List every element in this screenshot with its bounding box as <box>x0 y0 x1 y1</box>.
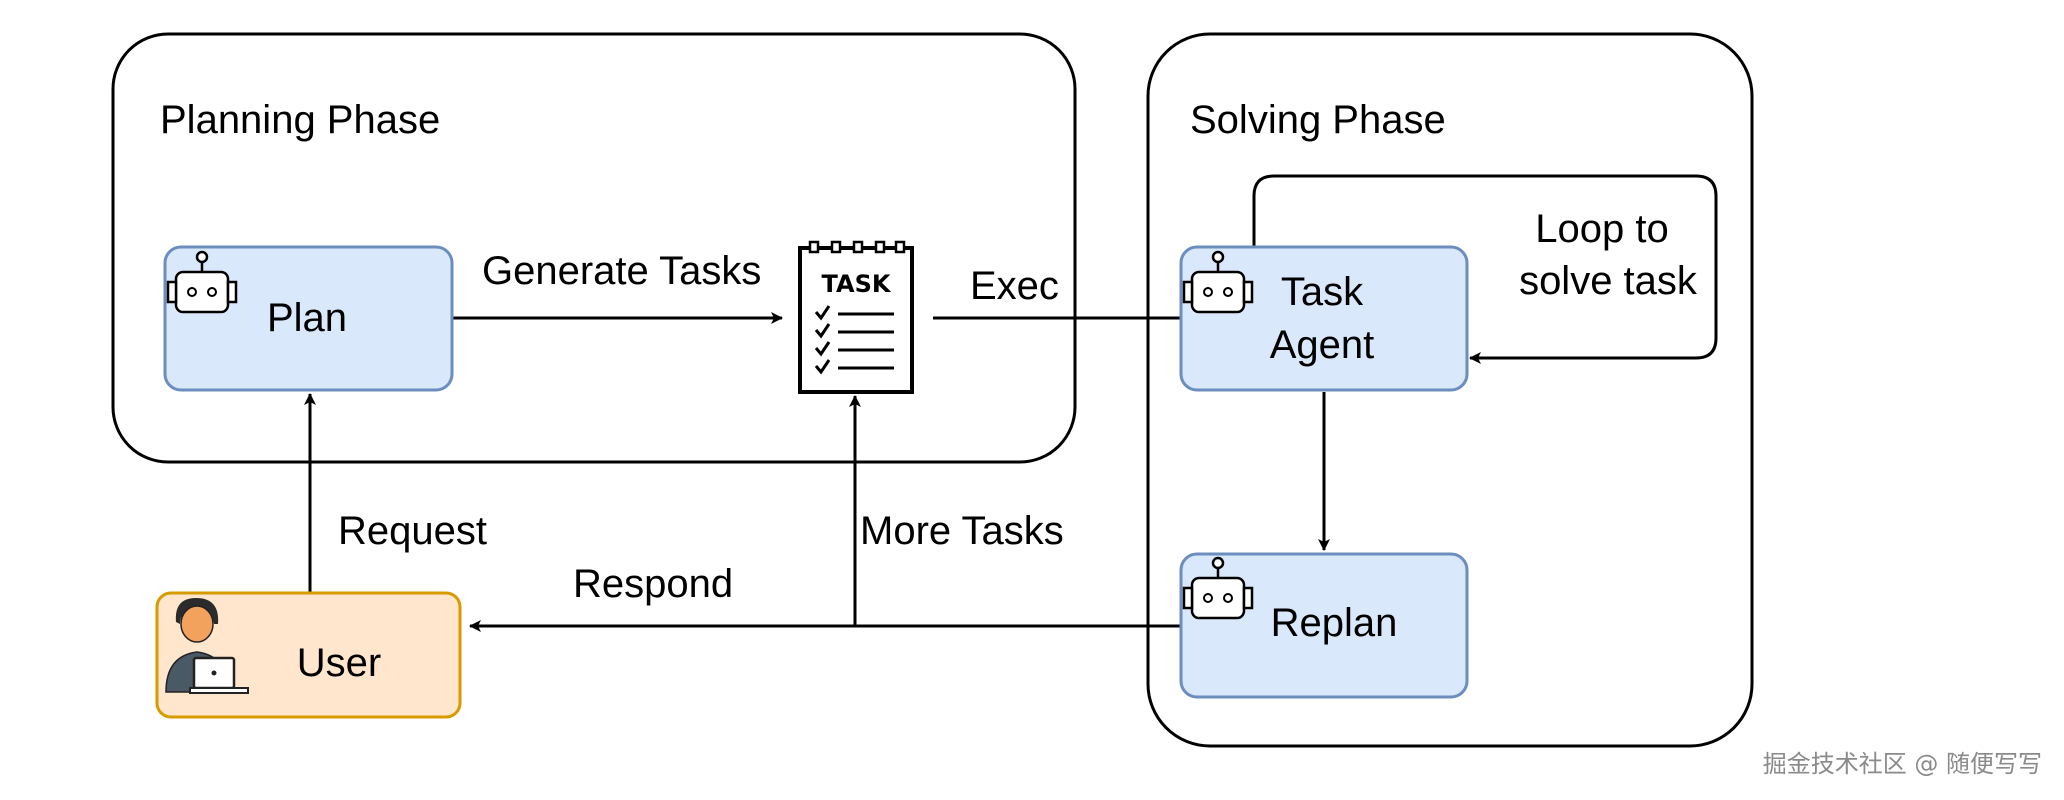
user-laptop-icon <box>165 598 249 694</box>
edges: Generate Tasks Exec Loop to solve task R… <box>304 174 1718 632</box>
request-label: Request <box>338 509 487 553</box>
respond-label: Respond <box>573 562 733 606</box>
robot-icon <box>166 250 238 314</box>
loop-label-line1: Loop to <box>1535 207 1668 251</box>
planning-phase-title: Planning Phase <box>160 98 440 142</box>
generate-tasks-label: Generate Tasks <box>482 249 761 293</box>
solving-phase-border <box>1146 32 1754 748</box>
exec-label: Exec <box>970 264 1059 308</box>
plan-node[interactable]: Plan <box>163 245 454 392</box>
watermark-text: 掘金技术社区 @ 随便写写 <box>1763 750 2042 778</box>
robot-icon <box>1182 250 1254 314</box>
task-agent-label-line1: Task <box>1281 270 1364 314</box>
task-checklist-icon: TASK <box>798 240 914 394</box>
solving-phase-group: Solving Phase <box>1146 32 1754 748</box>
user-label: User <box>297 641 381 685</box>
loop-arrow <box>1252 174 1718 364</box>
task-list-title: TASK <box>822 270 892 298</box>
task-list-node[interactable]: TASK <box>798 240 914 394</box>
task-agent-label-line2: Agent <box>1270 323 1375 367</box>
user-node[interactable]: User <box>155 591 462 719</box>
solving-phase-title: Solving Phase <box>1190 98 1446 142</box>
plan-label: Plan <box>267 296 347 340</box>
replan-node[interactable]: Replan <box>1179 552 1469 699</box>
task-agent-node-box <box>1179 245 1469 392</box>
planning-phase-border <box>111 32 1077 464</box>
task-agent-node[interactable]: Task Agent <box>1179 245 1469 392</box>
loop-label-line2: solve task <box>1519 259 1698 303</box>
robot-icon <box>1182 556 1254 620</box>
more-tasks-label: More Tasks <box>860 509 1064 553</box>
planning-phase-group: Planning Phase <box>111 32 1077 464</box>
replan-label: Replan <box>1271 601 1398 645</box>
